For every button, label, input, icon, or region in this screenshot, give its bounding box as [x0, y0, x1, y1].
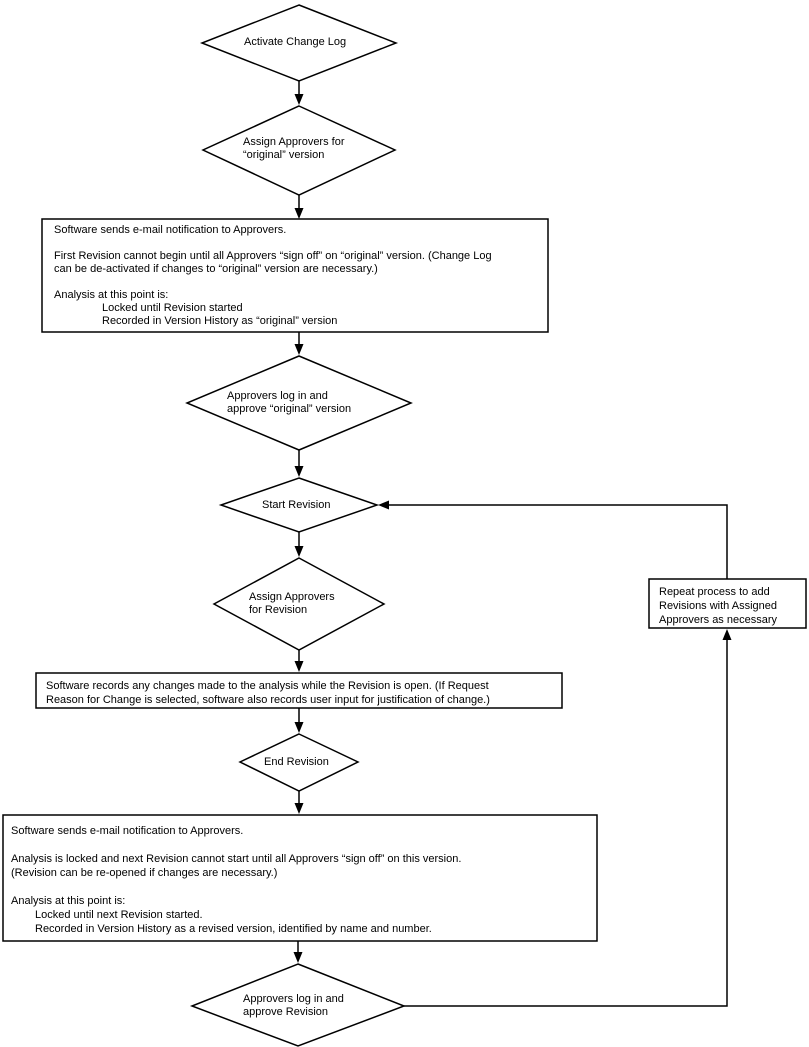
label-start-revision: Start Revision [262, 499, 331, 511]
arrowhead-down-icon [294, 466, 304, 477]
arrowhead-down-icon [294, 208, 304, 219]
arrowhead-down-icon [294, 344, 304, 355]
arrowhead-down-icon [294, 722, 304, 733]
label-assign-approvers-revision: Assign Approvers for Revision [249, 591, 335, 616]
label-software-records-changes: Software records any changes made to the… [46, 680, 490, 706]
connector-repeat-to-start [388, 504, 728, 579]
label-approvers-approve-revision: Approvers log in and approve Revision [243, 993, 344, 1018]
rect-email-notification-original [41, 218, 549, 333]
rect-software-records-changes [35, 672, 563, 709]
label-assign-approvers-original: Assign Approvers for “original” version [243, 136, 345, 161]
label-approvers-approve-original: Approvers log in and approve “original” … [227, 390, 352, 415]
connector-approve2-to-repeat [404, 640, 728, 1007]
arrowhead-down-icon [294, 661, 304, 672]
label-email-notification-original: Software sends e-mail notification to Ap… [54, 224, 492, 327]
arrowhead-down-icon [294, 94, 304, 105]
arrowhead-up-icon [722, 629, 732, 640]
arrowhead-down-icon [293, 952, 303, 963]
arrowhead-down-icon [294, 803, 304, 814]
arrowhead-down-icon [294, 546, 304, 557]
label-email-notification-revision: Software sends e-mail notification to Ap… [11, 825, 462, 935]
label-repeat-process: Repeat process to add Revisions with Ass… [659, 586, 778, 626]
arrowheads [293, 94, 732, 963]
rect-email-notification-revision [2, 814, 598, 942]
label-activate-change-log: Activate Change Log [244, 36, 347, 48]
diamond-approvers-approve-revision [189, 963, 407, 1047]
arrowhead-left-icon [378, 500, 389, 510]
label-end-revision: End Revision [264, 756, 329, 768]
